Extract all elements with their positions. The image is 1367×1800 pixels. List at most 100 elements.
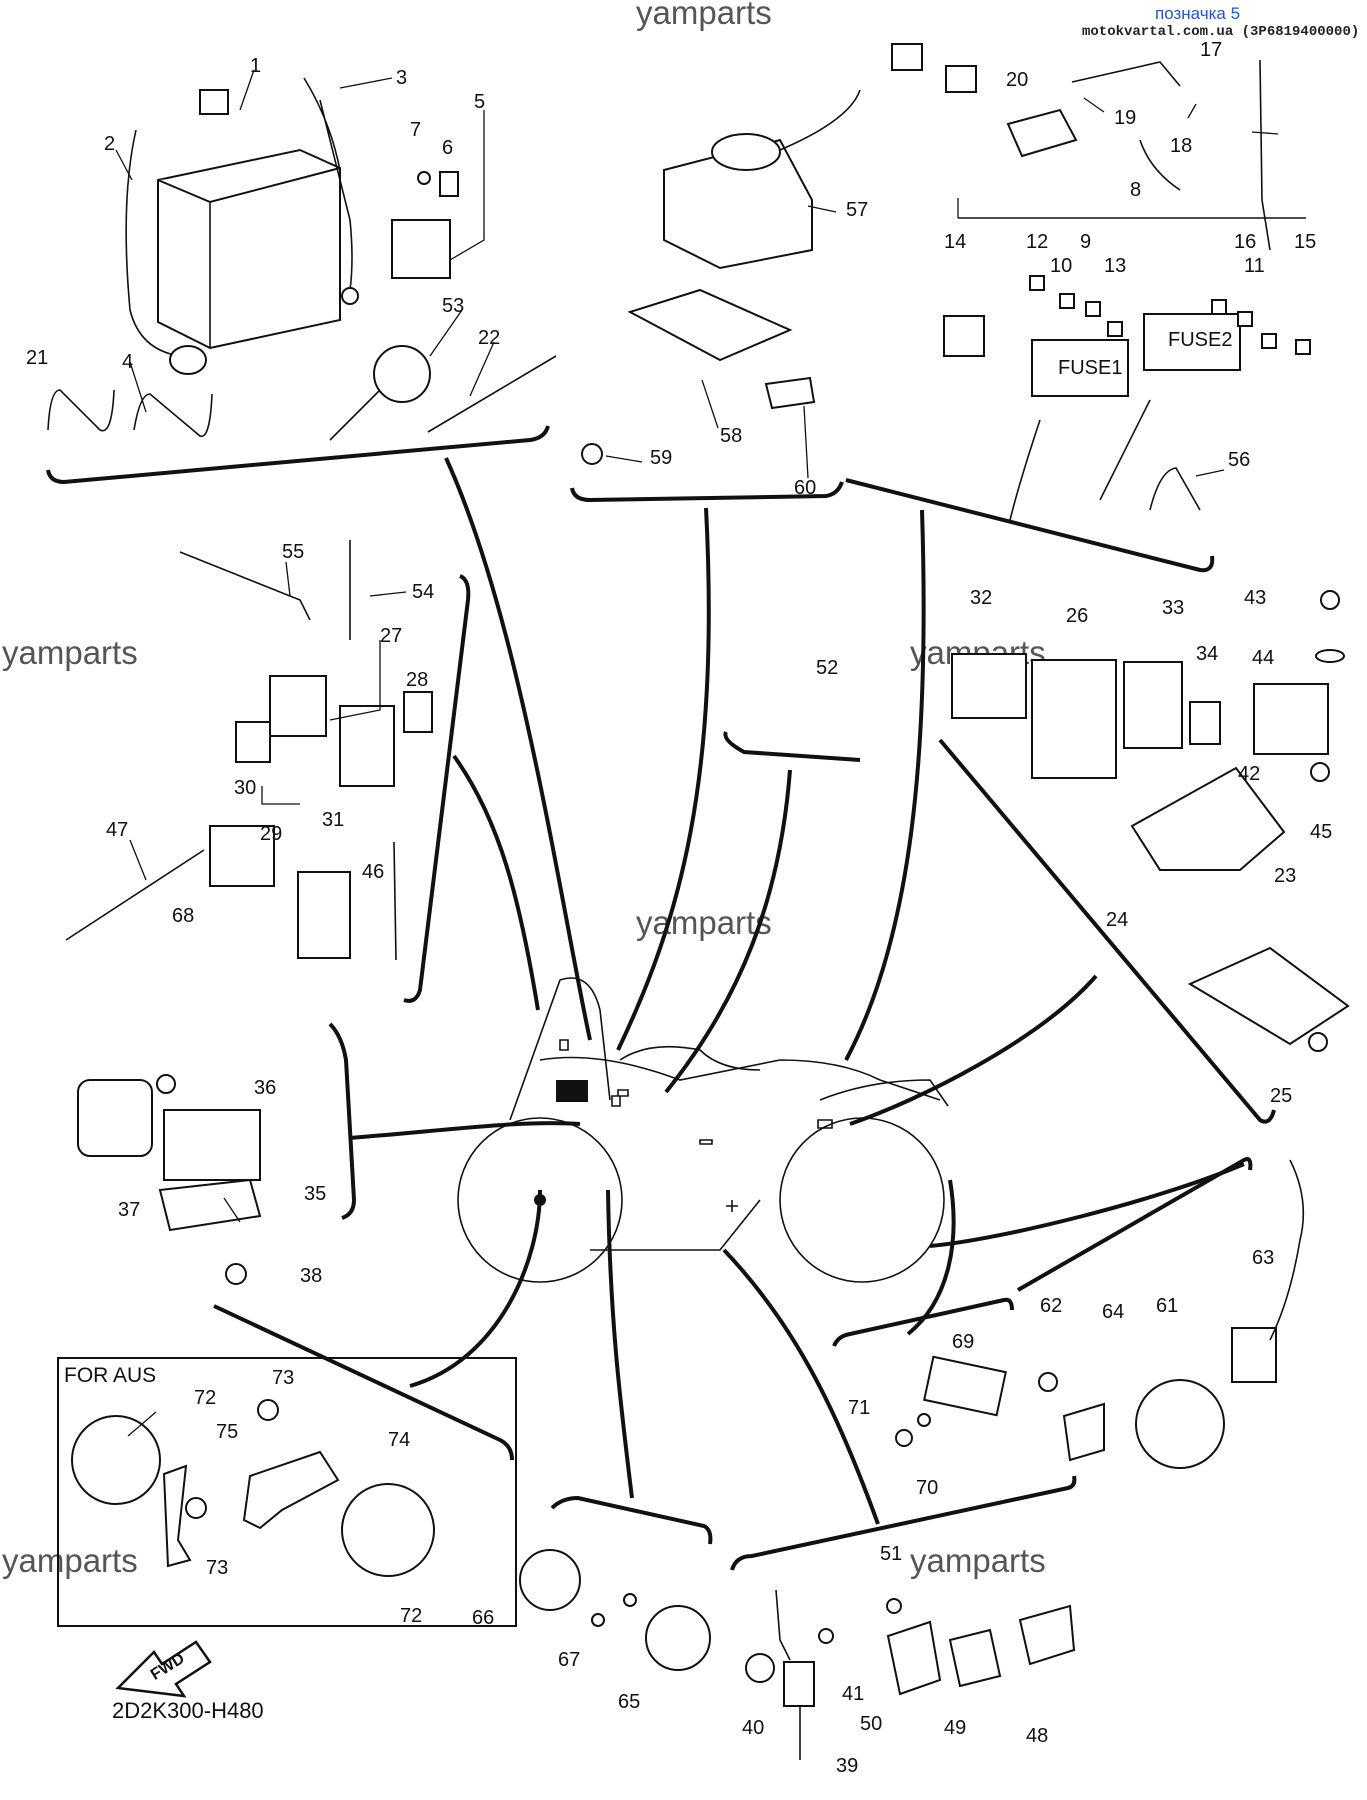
fuse-label: FUSE1 (1058, 357, 1122, 379)
callout-29: 29 (260, 823, 282, 845)
horn-group-bracket (550, 1495, 713, 1545)
leader-reflector (409, 1189, 542, 1388)
part-20 (1006, 108, 1078, 158)
callout-33: 33 (1162, 597, 1184, 619)
callout-28: 28 (406, 669, 428, 691)
aus-box-label: FOR AUS (64, 1364, 157, 1387)
watermark: yamparts (636, 0, 772, 31)
key-group (77, 1074, 262, 1285)
battery-marker (556, 1080, 588, 1102)
callout-45: 45 (1310, 821, 1332, 843)
callout-43: 43 (1244, 587, 1266, 609)
callout-22: 22 (478, 327, 500, 349)
bolt-38 (225, 1263, 247, 1285)
callout-42: 42 (1238, 763, 1260, 785)
switch-39 (783, 1661, 815, 1707)
callout-13: 13 (1104, 255, 1126, 277)
flasher-group (951, 590, 1350, 1052)
nut-25 (1308, 1032, 1328, 1052)
fuse-group-bracket (845, 478, 1215, 573)
callout-16: 16 (1234, 231, 1256, 253)
tank (619, 1045, 761, 1071)
callout-36: 36 (254, 1077, 276, 1099)
callout-19: 19 (1114, 107, 1136, 129)
diagram-code: 2D2K300-H480 (112, 1698, 264, 1723)
regulator-42 (1253, 683, 1329, 755)
band-46 (393, 841, 397, 961)
callout-9: 9 (1080, 231, 1091, 253)
callout-5: 5 (474, 91, 485, 113)
ecu-box-57 (663, 138, 813, 270)
callout-18: 18 (1170, 135, 1192, 157)
relay-group (65, 540, 433, 961)
sensor-lead (1269, 1159, 1305, 1341)
watermarks: yamparts yamparts yamparts yamparts yamp… (2, 0, 1046, 1579)
callout-4: 4 (122, 351, 133, 373)
callout-59: 59 (650, 447, 672, 469)
callout-68: 68 (172, 905, 194, 927)
fuse-box-2 (1143, 313, 1241, 371)
bracket-75 (162, 1464, 192, 1568)
callout-26: 26 (1066, 605, 1088, 627)
callout-25: 25 (1270, 1085, 1292, 1107)
callout-37: 37 (118, 1199, 140, 1221)
leader-rear-reflector (906, 1179, 956, 1336)
band-18 (1259, 59, 1271, 251)
key-group-bracket (328, 1022, 357, 1220)
terminal-boot (169, 345, 207, 375)
callout-47: 47 (106, 819, 128, 841)
nut-73 (257, 1399, 279, 1421)
callout-58: 58 (720, 425, 742, 447)
callout-46: 46 (362, 861, 384, 883)
screw-51 (886, 1598, 902, 1614)
relay-27 (339, 705, 395, 787)
callout-61: 61 (1156, 1295, 1178, 1317)
screw-62 (1038, 1372, 1058, 1392)
callout-67: 67 (558, 1649, 580, 1671)
callout-65: 65 (618, 1691, 640, 1713)
ecu-cap (711, 133, 781, 171)
callout-17: 17 (1200, 39, 1222, 61)
callout-64: 64 (1102, 1301, 1124, 1323)
fwd-arrow: FWD (115, 1640, 212, 1698)
callout-62: 62 (1040, 1295, 1062, 1317)
bracket-40 (745, 1653, 775, 1683)
relay-29 (269, 675, 327, 737)
relay-32 (951, 653, 1027, 719)
callout-51: 51 (880, 1543, 902, 1565)
rear-reflector-group (895, 1355, 1007, 1447)
callout-50: 50 (860, 1713, 882, 1735)
relay-33 (1123, 661, 1183, 749)
leader-band (664, 769, 792, 1094)
bracket-64 (1062, 1402, 1105, 1462)
watermark: yamparts (910, 1542, 1046, 1579)
callout-49: 49 (944, 1717, 966, 1739)
band-21 (47, 389, 115, 432)
callout-52: 52 (816, 657, 838, 679)
callout-41: 41 (842, 1683, 864, 1705)
fuse-wires (1009, 399, 1151, 521)
sensor-61 (1135, 1379, 1225, 1469)
nut-70 (895, 1429, 913, 1447)
bolt-67 (623, 1593, 637, 1607)
cover-37 (77, 1079, 153, 1157)
fuse-14 (943, 315, 985, 357)
front-wheel (457, 1117, 623, 1283)
washer-44 (1315, 649, 1345, 663)
bracket-35 (158, 1178, 262, 1232)
reflector-69 (923, 1355, 1007, 1417)
callout-24: 24 (1106, 909, 1128, 931)
battery-group (47, 77, 557, 441)
washer-71 (917, 1413, 931, 1427)
callout-7: 7 (410, 119, 421, 141)
ecu-23 (1187, 946, 1350, 1046)
callout-70: 70 (916, 1477, 938, 1499)
flasher-26 (1031, 659, 1117, 779)
callout-21: 21 (26, 347, 48, 369)
callout-56: 56 (1228, 449, 1250, 471)
lower-frame (590, 1199, 761, 1251)
horn-group (519, 1549, 711, 1671)
leader-relay (452, 754, 540, 1011)
flasher-group-bracket (938, 738, 1276, 1124)
